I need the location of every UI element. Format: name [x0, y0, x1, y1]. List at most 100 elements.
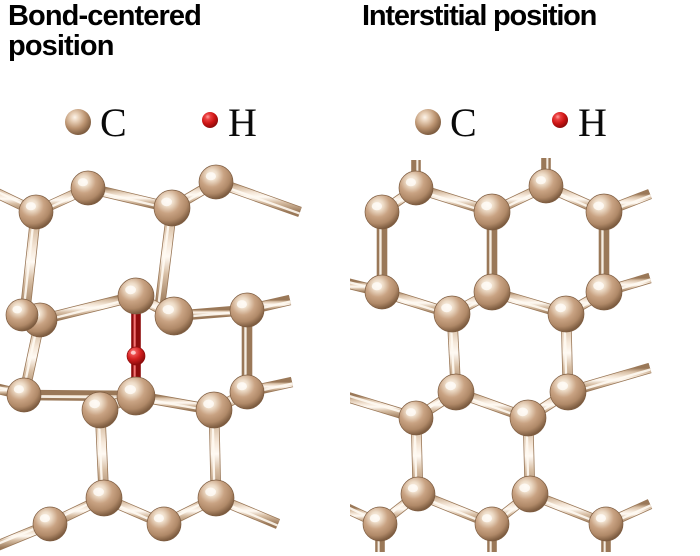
- bond-specular: [36, 188, 90, 215]
- bond-specular: [563, 314, 568, 393]
- panel-bond-centered: Bond-centered position: [0, 1, 302, 551]
- atom-specular: [519, 483, 530, 493]
- atom-specular: [124, 384, 136, 395]
- atom-layer: [5, 164, 265, 542]
- lattice-bond-centered: [0, 164, 302, 551]
- atom-specular: [39, 514, 51, 523]
- carbon-atom: [81, 391, 119, 429]
- bond-outline: [560, 313, 574, 393]
- bond-specular: [40, 296, 137, 323]
- legend-label-hydrogen: H: [578, 100, 607, 145]
- carbon-bond: [490, 181, 548, 217]
- bond-specular: [452, 292, 494, 317]
- bond-outline: [161, 493, 219, 529]
- bond-specular: [87, 188, 172, 211]
- bond-outline: [208, 409, 222, 499]
- carbon-atom: [146, 506, 182, 542]
- atom-specular: [595, 514, 606, 523]
- bond-outline: [350, 278, 384, 298]
- bond-specular: [455, 392, 528, 421]
- carbon-bond: [0, 189, 38, 217]
- carbon-bond: [604, 499, 652, 529]
- bond-specular: [212, 389, 247, 410]
- bond-outline: [413, 387, 459, 423]
- carbon-bond: [209, 409, 221, 499]
- carbon-bond: [566, 363, 652, 397]
- carbon-bond: [413, 388, 459, 422]
- bond-outline: [528, 489, 608, 529]
- bond-outline: [173, 304, 248, 322]
- bond-outline: [86, 182, 174, 214]
- bond-outline: [416, 489, 494, 529]
- atom-specular: [162, 304, 174, 315]
- carbon-bond: [528, 489, 608, 529]
- bond-specular: [350, 506, 382, 524]
- bond-specular: [544, 186, 604, 215]
- bond-specular: [566, 292, 606, 317]
- atom-specular: [555, 303, 566, 313]
- bond-specular: [21, 319, 40, 395]
- bond-outline: [23, 389, 137, 402]
- carbon-atom: [18, 194, 54, 230]
- carbon-atom: [154, 296, 194, 336]
- atom-specular: [89, 399, 100, 409]
- bond-specular: [102, 498, 164, 527]
- bond-specular: [382, 188, 418, 215]
- bond-specular: [99, 393, 136, 410]
- atom-specular: [557, 381, 568, 391]
- carbon-bond: [350, 279, 384, 297]
- legend-label-hydrogen: H: [228, 100, 257, 145]
- atom-specular: [203, 399, 215, 409]
- bond-specular: [162, 495, 216, 524]
- carbon-atom: [585, 193, 623, 231]
- carbon-bond: [169, 178, 219, 212]
- legend-label-carbon: C: [450, 100, 477, 145]
- bond-specular: [48, 495, 104, 524]
- atom-specular: [481, 281, 492, 291]
- bond-outline: [543, 181, 607, 217]
- carbon-atom: [437, 373, 475, 411]
- carbon-bond: [155, 207, 177, 306]
- panel-interstitial: Interstitial position C H: [350, 0, 700, 556]
- carbon-bond: [490, 287, 568, 319]
- bond-layer: [0, 177, 302, 551]
- bond-specular: [0, 191, 38, 212]
- bond-outline: [101, 493, 167, 529]
- bond-outline: [490, 286, 568, 320]
- bond-specular: [350, 281, 383, 292]
- carbon-atom: [32, 506, 68, 542]
- bond-outline: [563, 287, 607, 319]
- bond-outline: [20, 309, 44, 327]
- bond-specular: [135, 396, 214, 413]
- carbon-bond: [449, 288, 495, 318]
- carbon-bond: [447, 313, 461, 393]
- bond-outline: [410, 417, 424, 495]
- bond-specular: [413, 418, 418, 495]
- bond-specular: [22, 211, 36, 312]
- atom-specular: [25, 202, 36, 211]
- carbon-bond: [214, 177, 302, 217]
- carbon-bond: [245, 295, 292, 315]
- bond-specular: [416, 494, 492, 527]
- legend-hydrogen-sphere-icon: [552, 112, 568, 128]
- carbon-bond: [350, 393, 418, 423]
- legend-label-carbon: C: [100, 100, 127, 145]
- atom-specular: [371, 282, 382, 291]
- atom-specular: [405, 178, 416, 187]
- bond-specular: [491, 292, 566, 317]
- bond-layer: [350, 158, 653, 552]
- carbon-bond: [133, 292, 177, 320]
- carbon-bond: [102, 493, 166, 529]
- atom-specular: [93, 487, 104, 497]
- bond-specular: [350, 395, 417, 418]
- atom-specular: [77, 178, 88, 187]
- atom-specular: [205, 487, 217, 497]
- bond-outline: [211, 387, 250, 415]
- carbon-bond: [544, 181, 606, 217]
- bond-specular: [492, 186, 548, 215]
- bond-outline: [522, 417, 536, 495]
- carbon-bond: [20, 310, 44, 326]
- carbon-atom: [117, 277, 155, 315]
- lattice-interstitial: [350, 158, 653, 552]
- atom-specular: [205, 172, 216, 181]
